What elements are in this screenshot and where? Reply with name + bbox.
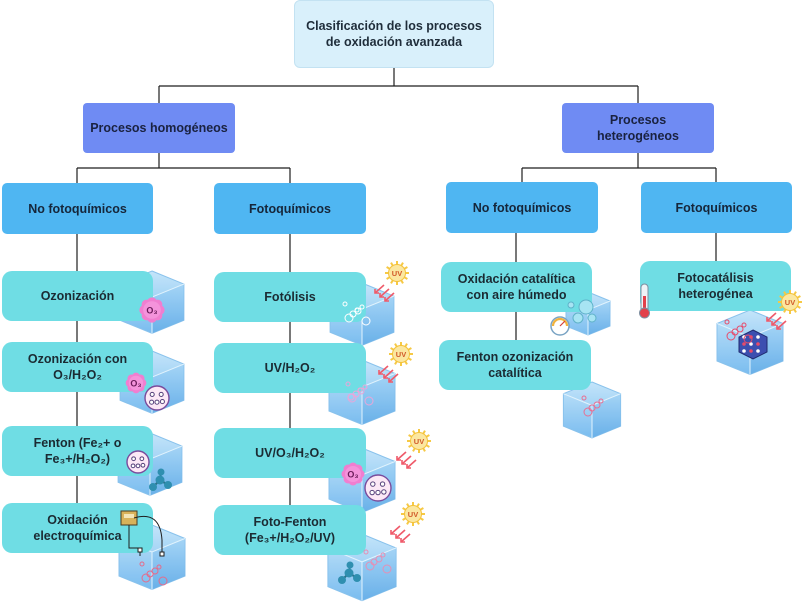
ozone-icon: O₃ bbox=[125, 372, 147, 394]
process-label: Oxidación catalítica con aire húmedo bbox=[457, 272, 576, 302]
molecule-icon bbox=[149, 468, 172, 491]
process-oxidacion-catalitica-aire: Oxidación catalítica con aire húmedo bbox=[441, 262, 592, 312]
svg-text:UV: UV bbox=[414, 437, 424, 446]
branch-heterogeneous: Procesos heterogéneos bbox=[562, 103, 714, 153]
group-label: Fotoquímicos bbox=[675, 200, 758, 215]
ozone-icon: O₃ bbox=[341, 462, 365, 486]
svg-text:UV: UV bbox=[408, 510, 418, 519]
uv-sun-icon: UV bbox=[778, 290, 802, 314]
process-uv-o3-h2o2: UV/O₃/H₂O₂ bbox=[214, 428, 366, 478]
uv-sun-icon: UV bbox=[389, 342, 413, 366]
bubbles-icon bbox=[139, 561, 168, 586]
process-uv-h2o2: UV/H₂O₂ bbox=[214, 343, 366, 393]
branch-heterogeneous-label: Procesos heterogéneos bbox=[597, 113, 679, 143]
svg-text:O₃: O₃ bbox=[347, 470, 358, 480]
process-label: UV/H₂O₂ bbox=[264, 361, 316, 375]
uv-rays-icon bbox=[390, 525, 411, 543]
uv-sun-icon: UV bbox=[401, 502, 425, 526]
svg-text:O₃: O₃ bbox=[146, 306, 157, 316]
process-label: UV/O₃/H₂O₂ bbox=[255, 446, 325, 460]
svg-text:UV: UV bbox=[785, 298, 795, 307]
process-label: Ozonización con O₃/H₂O₂ bbox=[27, 352, 128, 382]
group-label: No fotoquímicos bbox=[28, 201, 127, 216]
reagent-particles-icon bbox=[144, 385, 170, 411]
air-bubbles-icon bbox=[567, 299, 597, 324]
electrochemical-cell-icon bbox=[120, 510, 165, 557]
process-ozonizacion: Ozonización bbox=[2, 271, 153, 321]
group-label: No fotoquímicos bbox=[472, 200, 572, 215]
group-hetero-photo: Fotoquímicos bbox=[641, 182, 792, 233]
ozone-icon: O₃ bbox=[139, 297, 165, 323]
root-title: Clasificación de los procesos de oxidaci… bbox=[306, 19, 482, 49]
bubbles-icon bbox=[345, 381, 374, 406]
svg-text:UV: UV bbox=[392, 269, 402, 278]
bubbles-icon bbox=[724, 319, 753, 344]
process-label: Foto-Fenton (Fe₃+/H₂O₂/UV) bbox=[244, 515, 336, 545]
group-homo-non-photo: No fotoquímicos bbox=[2, 183, 153, 234]
process-fotolisis: Fotólisis bbox=[214, 272, 366, 322]
pressure-gauge-icon bbox=[550, 316, 570, 336]
bubbles-icon bbox=[342, 301, 371, 326]
bubbles-icon bbox=[363, 549, 392, 574]
group-label: Fotoquímicos bbox=[249, 201, 331, 216]
process-label: Fenton (Fe₂+ o Fe₃+/H₂O₂) bbox=[33, 436, 122, 466]
process-fotocatalisis-heterogenea: Fotocatálisis heterogénea bbox=[640, 261, 791, 311]
process-label: Ozonización bbox=[40, 289, 115, 303]
uv-rays-icon bbox=[396, 451, 417, 469]
uv-sun-icon: UV bbox=[407, 429, 431, 453]
process-foto-fenton: Foto-Fenton (Fe₃+/H₂O₂/UV) bbox=[214, 505, 366, 555]
group-hetero-non-photo: No fotoquímicos bbox=[446, 182, 598, 233]
bubbles-icon bbox=[581, 395, 604, 417]
branch-homogeneous: Procesos homogéneos bbox=[83, 103, 235, 153]
process-label: Fenton ozonización catalítica bbox=[456, 350, 574, 380]
process-label: Fotólisis bbox=[264, 290, 316, 304]
process-label: Fotocatálisis heterogénea bbox=[677, 271, 754, 301]
catalyst-particle-icon bbox=[738, 329, 768, 360]
uv-rays-icon bbox=[378, 365, 399, 383]
process-fenton-ozonizacion-catalitica: Fenton ozonización catalítica bbox=[439, 340, 591, 390]
molecule-icon bbox=[338, 561, 361, 584]
reagent-particles-icon bbox=[364, 474, 392, 502]
process-label: Oxidación electroquímica bbox=[33, 513, 122, 543]
root-title-box: Clasificación de los procesos de oxidaci… bbox=[294, 0, 494, 68]
uv-rays-icon bbox=[766, 312, 787, 330]
thermometer-icon bbox=[639, 283, 650, 319]
branch-homogeneous-label: Procesos homogéneos bbox=[90, 121, 228, 135]
reagent-particles-icon bbox=[126, 450, 150, 474]
svg-text:O₃: O₃ bbox=[130, 379, 141, 389]
uv-sun-icon: UV bbox=[385, 261, 409, 285]
group-homo-photo: Fotoquímicos bbox=[214, 183, 366, 234]
svg-text:UV: UV bbox=[396, 350, 406, 359]
uv-rays-icon bbox=[374, 284, 395, 302]
